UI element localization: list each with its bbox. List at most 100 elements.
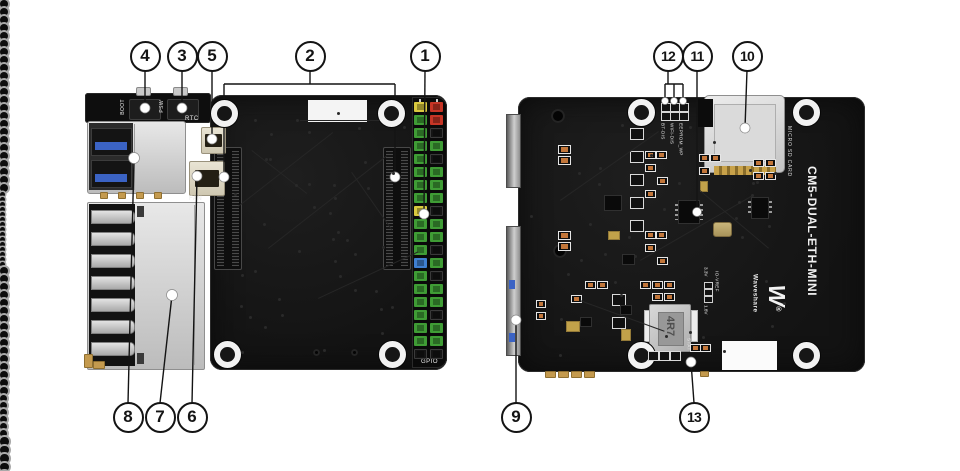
- through-hole-pad: [0, 232, 5, 237]
- smd-resistor: [699, 167, 710, 175]
- pcb-via: [650, 154, 654, 158]
- gpio-pin-pad: [430, 232, 443, 242]
- through-hole-pad: [0, 88, 8, 96]
- through-hole-pad: [0, 32, 8, 40]
- pcb-via: [620, 293, 624, 297]
- smd-resistor: [558, 156, 571, 165]
- through-hole-pad: [0, 48, 8, 56]
- ethernet-fin: [91, 210, 135, 224]
- io-vref-low-label: 1.8V: [703, 305, 709, 315]
- gpio-pin-pad: [414, 349, 427, 359]
- smd-resistor: [699, 154, 710, 162]
- gpio-pin-pad: [430, 154, 443, 164]
- smd-resistor: [645, 244, 656, 252]
- waveshare-logo: W®: [760, 282, 792, 314]
- pcb-via: [702, 335, 706, 339]
- ethernet-fin: [91, 276, 135, 290]
- rtc-label: RTC: [185, 116, 199, 122]
- ic-chip: [748, 197, 772, 219]
- pcb-via: [312, 206, 316, 210]
- inductor-cap: [691, 310, 698, 342]
- pcb-via: [735, 217, 739, 221]
- crystal-oscillator: [713, 222, 732, 237]
- through-hole-pad: [0, 202, 5, 207]
- pcb-via: [354, 289, 358, 293]
- callout-1: 1: [409, 40, 441, 72]
- through-hole-pad: [0, 96, 8, 104]
- smd-resistor: [558, 145, 571, 154]
- pcb-via: [253, 118, 257, 122]
- gpio-pin-pad: [430, 128, 443, 138]
- smd-resistor: [645, 190, 656, 198]
- mounting-hole: [214, 341, 241, 368]
- smd-resistor: [645, 164, 656, 172]
- edge-connector-shield: [506, 226, 521, 356]
- pcb-via: [307, 131, 311, 135]
- boot-label: BOOT: [120, 99, 126, 115]
- usb-blue-tab: [95, 142, 127, 150]
- smd-resistor: [597, 281, 608, 289]
- through-hole-pad: [0, 363, 8, 371]
- smd-resistor: [664, 281, 675, 289]
- pcb-via: [363, 160, 367, 164]
- callout-13: 13: [678, 401, 710, 433]
- rtc-ic: [675, 200, 703, 224]
- smd-resistor: [558, 231, 571, 240]
- through-hole-pad: [0, 252, 5, 257]
- smd-resistor: [657, 257, 668, 265]
- gpio-pin-pad: [430, 297, 443, 307]
- pcb-via: [751, 182, 755, 186]
- pcb-via: [379, 308, 383, 312]
- through-hole-pad: [0, 409, 7, 416]
- solder-pad-outline: [612, 294, 626, 306]
- pcb-via: [240, 304, 244, 308]
- pcb-via: [665, 335, 669, 339]
- solder-pad-outline: [659, 351, 670, 361]
- gpio-pin-pad: [414, 141, 427, 151]
- pcb-via: [358, 127, 362, 131]
- through-hole-pad: [0, 462, 9, 471]
- gpio-pin-pad: [414, 167, 427, 177]
- usb3-ports: [87, 121, 186, 194]
- jumper-label-wifi-dis: WIFI-DIS: [669, 123, 675, 145]
- pcb-via: [240, 273, 244, 277]
- smd-resistor: [700, 344, 711, 352]
- smd-resistor: [753, 159, 764, 167]
- pcb-via: [621, 124, 625, 128]
- through-hole-pad: [0, 227, 5, 232]
- ethernet-fin: [91, 232, 135, 246]
- smd-capacitor: [700, 181, 708, 192]
- through-hole-pad: [0, 423, 7, 430]
- through-hole-pad: [0, 315, 8, 323]
- usb-blue-tab: [509, 280, 515, 289]
- gpio-pin-pad: [430, 167, 443, 177]
- gpio-header: GPIO: [412, 97, 447, 368]
- smd-resistor: [652, 281, 663, 289]
- pcb-via: [613, 281, 617, 285]
- boot-button: [129, 99, 161, 120]
- through-hole-pad: [0, 283, 8, 291]
- gpio-pin-pad: [430, 284, 443, 294]
- solder-pad-outline: [670, 351, 681, 361]
- through-hole-pad: [0, 430, 7, 437]
- through-hole-pad: [0, 262, 5, 267]
- silkscreen-label-area: [308, 100, 367, 122]
- pcb-via: [589, 223, 593, 227]
- rtc-connector: [201, 127, 226, 154]
- pcb-via: [381, 331, 385, 335]
- smd-resistor: [571, 295, 582, 303]
- smd-resistor: [765, 159, 776, 167]
- pcb-via: [308, 182, 312, 186]
- callout-9: 9: [500, 401, 532, 433]
- through-hole-pad: [0, 299, 8, 307]
- pcb-via: [390, 306, 394, 310]
- through-hole-pad: [0, 237, 5, 242]
- jumper-label-bt-dis: BT-DIS: [660, 123, 666, 140]
- pcb-via: [263, 326, 267, 330]
- registered-mark: ®: [774, 306, 781, 312]
- solder-pad-outline: [630, 220, 644, 232]
- through-hole-pad: [0, 80, 8, 88]
- gpio-pin-pad: [430, 245, 443, 255]
- pcb-via: [295, 119, 299, 123]
